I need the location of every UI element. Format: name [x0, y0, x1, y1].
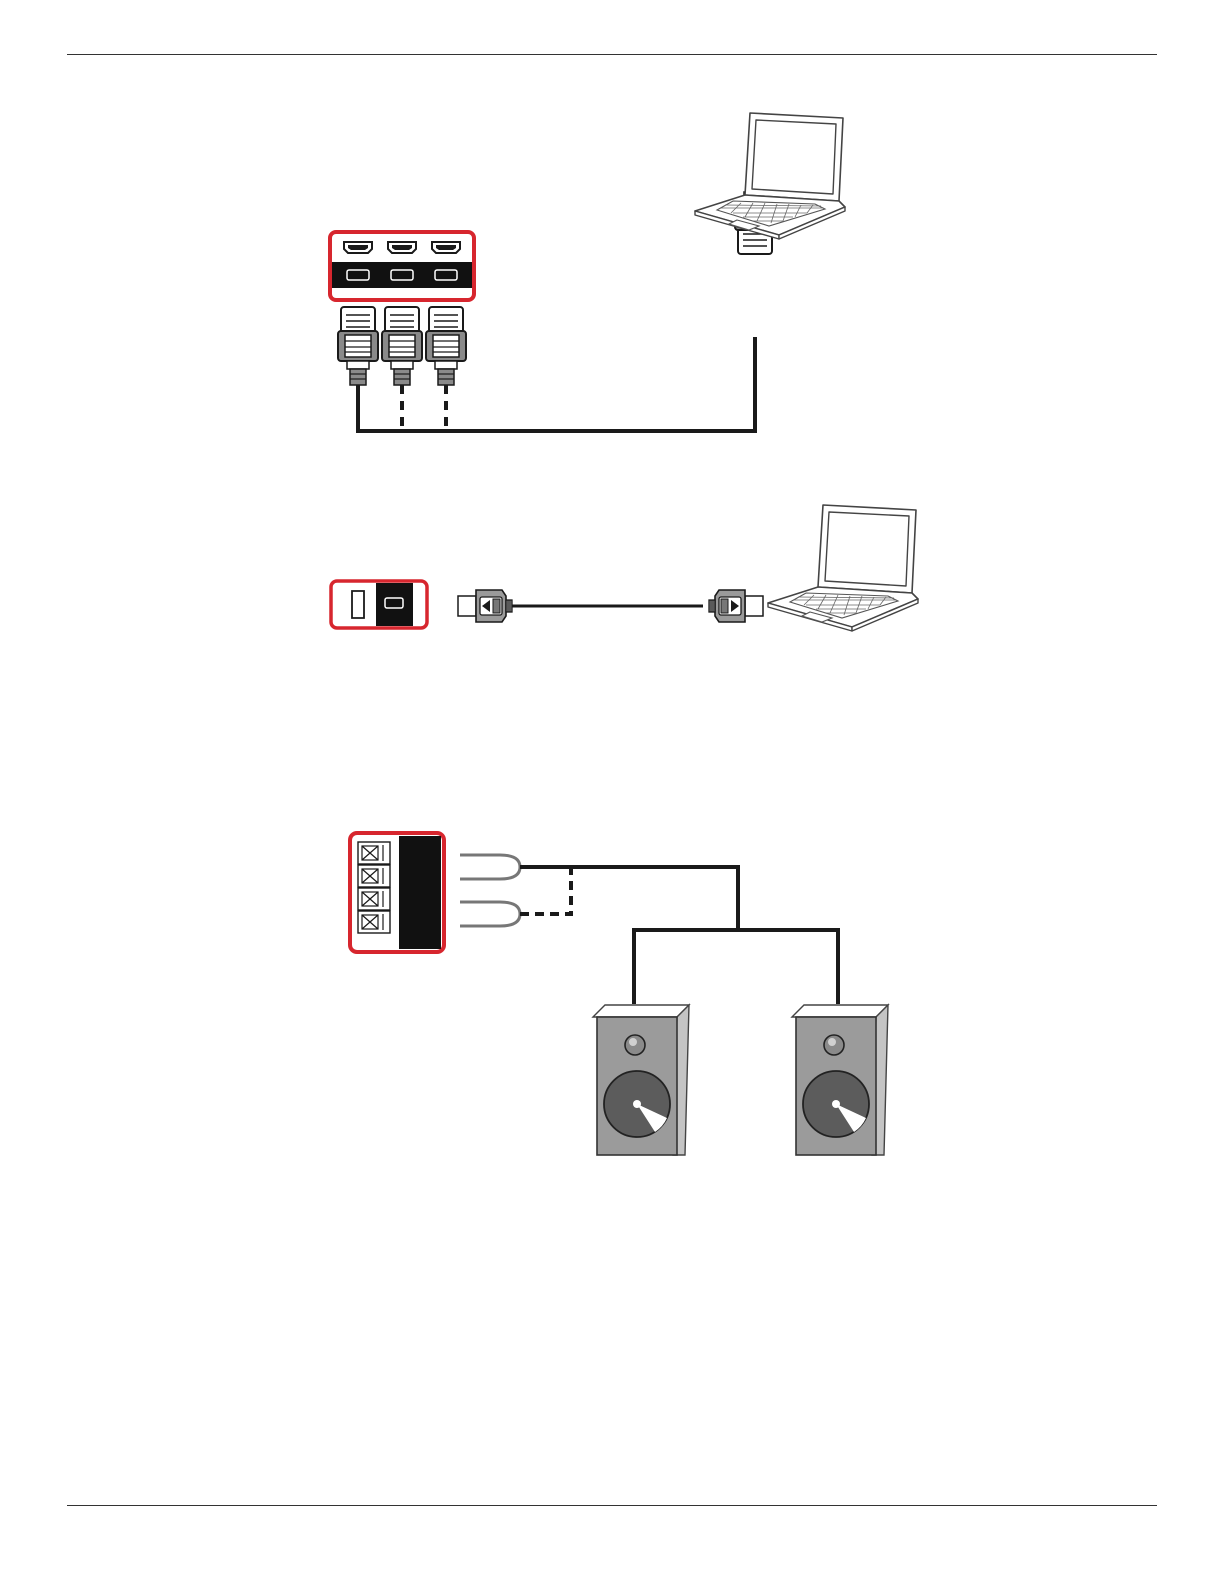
hdmi-plug: [338, 307, 378, 385]
laptop-icon: [768, 505, 918, 631]
displayport-plug: [458, 590, 512, 622]
speaker-icon: [593, 1005, 689, 1155]
displayport-port: [331, 581, 427, 628]
laptop-icon: [695, 113, 845, 239]
speaker-connection: [350, 833, 888, 1155]
speaker-terminal-block: [350, 833, 444, 952]
displayport-connection: [331, 505, 918, 631]
hdmi-plug: [426, 307, 466, 385]
hdmi-port-panel: [330, 232, 474, 300]
displayport-plug: [709, 590, 763, 622]
hdmi-plug: [382, 307, 422, 385]
hdmi-connection: [330, 113, 845, 431]
speaker-icon: [792, 1005, 888, 1155]
speaker-wire: [460, 855, 838, 1004]
